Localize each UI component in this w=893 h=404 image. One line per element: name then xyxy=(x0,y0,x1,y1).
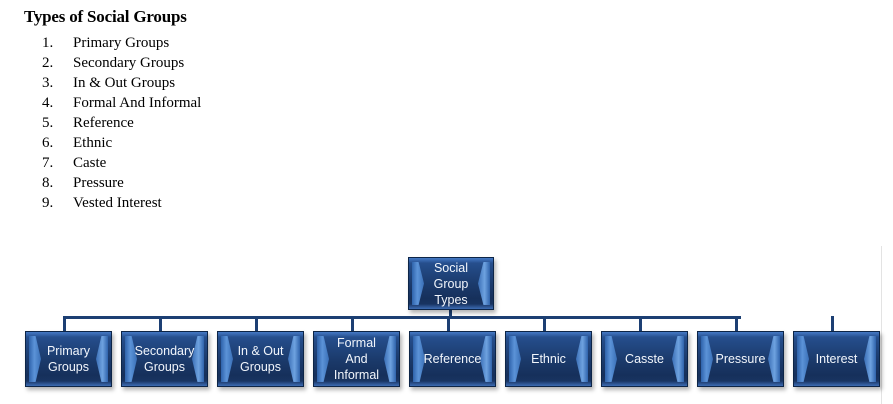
node-label: Ethnic xyxy=(531,352,566,366)
bevel-left-icon xyxy=(509,336,521,382)
bevel-left-icon xyxy=(797,336,809,382)
list-item-label: Pressure xyxy=(73,175,124,191)
list-item-label: Caste xyxy=(73,155,107,171)
connector-drop-1 xyxy=(63,316,66,332)
page-title: Types of Social Groups xyxy=(24,7,187,26)
bevel-right-icon xyxy=(288,336,300,382)
list-item-label: Primary Groups xyxy=(73,35,170,51)
node-label: Formal And Informal xyxy=(333,336,380,382)
bevel-right-icon xyxy=(96,336,108,382)
bevel-right-icon xyxy=(864,336,876,382)
connector-drop-3 xyxy=(255,316,258,332)
list-item: 1. Primary Groups xyxy=(0,33,500,53)
connector-horizontal-bus xyxy=(63,316,741,319)
node-interest[interactable]: Interest xyxy=(793,331,880,387)
bevel-right-icon xyxy=(384,336,396,382)
bevel-right-icon xyxy=(192,336,204,382)
list-item-number: 1. xyxy=(42,35,54,51)
node-secondary-groups[interactable]: Secondary Groups xyxy=(121,331,208,387)
list-item-number: 6. xyxy=(42,135,54,151)
connector-root-stem xyxy=(449,309,452,318)
bevel-right-icon xyxy=(478,262,490,305)
list-item: 8. Pressure xyxy=(0,173,500,193)
list-item: 2. Secondary Groups xyxy=(0,53,500,73)
list-item: 7. Caste xyxy=(0,153,500,173)
bevel-right-icon xyxy=(480,336,492,382)
list-item-label: In & Out Groups xyxy=(73,75,176,91)
bevel-left-icon xyxy=(317,336,329,382)
node-label: Social Group Types xyxy=(433,260,469,307)
connector-drop-7 xyxy=(639,316,642,332)
bevel-right-icon xyxy=(672,336,684,382)
connector-drop-9 xyxy=(831,316,834,332)
node-pressure[interactable]: Pressure xyxy=(697,331,784,387)
node-label: Primary Groups xyxy=(46,344,91,374)
bevel-left-icon xyxy=(412,262,424,305)
list-item-number: 4. xyxy=(42,95,54,111)
node-ethnic[interactable]: Ethnic xyxy=(505,331,592,387)
list-item: 3. In & Out Groups xyxy=(0,73,500,93)
node-primary-groups[interactable]: Primary Groups xyxy=(25,331,112,387)
bevel-left-icon xyxy=(413,336,425,382)
bevel-left-icon xyxy=(125,336,137,382)
node-formal-and-informal[interactable]: Formal And Informal xyxy=(313,331,400,387)
node-reference[interactable]: Reference xyxy=(409,331,496,387)
list-item-number: 3. xyxy=(42,75,54,91)
list-item-number: 5. xyxy=(42,115,54,131)
list-item-number: 7. xyxy=(42,155,54,171)
node-label: Secondary Groups xyxy=(134,344,195,374)
connector-drop-6 xyxy=(543,316,546,332)
node-label: Reference xyxy=(423,352,482,366)
types-list: 1. Primary Groups 2. Secondary Groups 3.… xyxy=(0,33,500,213)
list-item-number: 2. xyxy=(42,55,54,71)
list-item-label: Formal And Informal xyxy=(73,95,202,111)
bevel-left-icon xyxy=(29,336,41,382)
connector-drop-4 xyxy=(351,316,354,332)
list-item-label: Vested Interest xyxy=(73,195,162,211)
diagram-frame-edge xyxy=(881,246,882,404)
bevel-left-icon xyxy=(605,336,617,382)
node-label: In & Out Groups xyxy=(237,344,284,374)
bevel-right-icon xyxy=(768,336,780,382)
node-social-group-types[interactable]: Social Group Types xyxy=(408,257,494,310)
list-item-label: Ethnic xyxy=(73,135,113,151)
list-item-number: 8. xyxy=(42,175,54,191)
node-in-and-out-groups[interactable]: In & Out Groups xyxy=(217,331,304,387)
node-label: Interest xyxy=(815,352,858,366)
connector-drop-5 xyxy=(447,316,450,332)
node-label: Pressure xyxy=(715,352,766,366)
connector-drop-2 xyxy=(159,316,162,332)
list-item: 6. Ethnic xyxy=(0,133,500,153)
list-item-label: Reference xyxy=(73,115,134,131)
bevel-right-icon xyxy=(576,336,588,382)
list-item: 4. Formal And Informal xyxy=(0,93,500,113)
list-item-label: Secondary Groups xyxy=(73,55,185,71)
list-item: 5. Reference xyxy=(0,113,500,133)
connector-drop-8 xyxy=(735,316,738,332)
list-item-number: 9. xyxy=(42,195,54,211)
bevel-left-icon xyxy=(701,336,713,382)
list-item: 9. Vested Interest xyxy=(0,193,500,213)
node-label: Casste xyxy=(625,352,664,366)
node-casste[interactable]: Casste xyxy=(601,331,688,387)
bevel-left-icon xyxy=(221,336,233,382)
